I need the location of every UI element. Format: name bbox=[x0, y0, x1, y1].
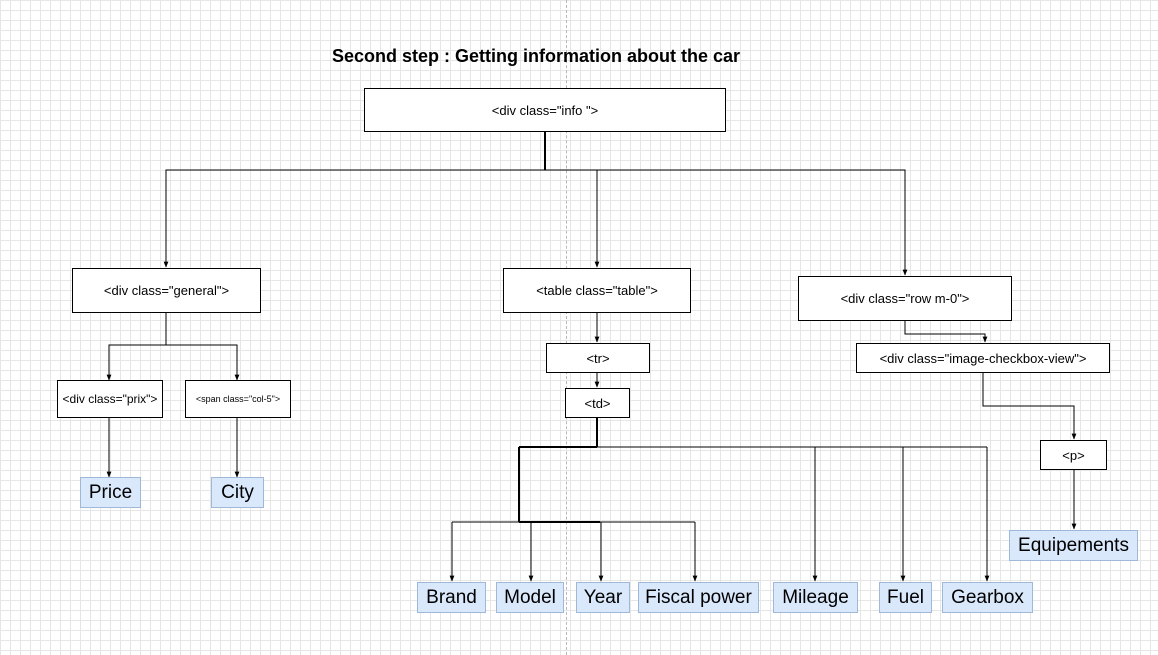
node-div-prix[interactable]: <div class="prix"> bbox=[57, 380, 163, 418]
node-div-info[interactable]: <div class="info "> bbox=[364, 88, 726, 132]
edge-td-bus-bold bbox=[518, 446, 597, 522]
page-guide-line bbox=[566, 0, 567, 655]
leaf-year[interactable]: Year bbox=[576, 582, 630, 613]
leaf-equipements[interactable]: Equipements bbox=[1009, 530, 1138, 561]
diagram-title: Second step : Getting information about … bbox=[332, 46, 741, 66]
leaf-city[interactable]: City bbox=[211, 477, 264, 508]
node-p[interactable]: <p> bbox=[1040, 440, 1107, 470]
node-tr[interactable]: <tr> bbox=[546, 343, 650, 373]
leaf-mileage[interactable]: Mileage bbox=[773, 582, 858, 613]
node-span-col5[interactable]: <span class="col-5"> bbox=[185, 380, 291, 418]
leaf-gearbox[interactable]: Gearbox bbox=[942, 582, 1033, 613]
edge-checkbox-p bbox=[982, 373, 1077, 440]
node-div-general[interactable]: <div class="general"> bbox=[72, 268, 261, 313]
edge-general-prix bbox=[106, 344, 166, 381]
edge-row-checkbox bbox=[904, 320, 988, 343]
edge-info-general bbox=[163, 169, 545, 268]
node-div-image-checkbox-view[interactable]: <div class="image-checkbox-view"> bbox=[856, 343, 1110, 373]
edge-info-row bbox=[545, 169, 908, 276]
edge-info-table bbox=[545, 169, 600, 268]
node-div-row[interactable]: <div class="row m-0"> bbox=[798, 276, 1012, 321]
edge-general-col5 bbox=[166, 344, 240, 381]
leaf-price[interactable]: Price bbox=[80, 477, 141, 508]
node-table[interactable]: <table class="table"> bbox=[503, 268, 691, 313]
node-td[interactable]: <td> bbox=[565, 388, 630, 418]
leaf-brand[interactable]: Brand bbox=[417, 582, 486, 613]
leaf-fiscal-power[interactable]: Fiscal power bbox=[638, 582, 759, 613]
leaf-fuel[interactable]: Fuel bbox=[879, 582, 932, 613]
leaf-model[interactable]: Model bbox=[496, 582, 564, 613]
